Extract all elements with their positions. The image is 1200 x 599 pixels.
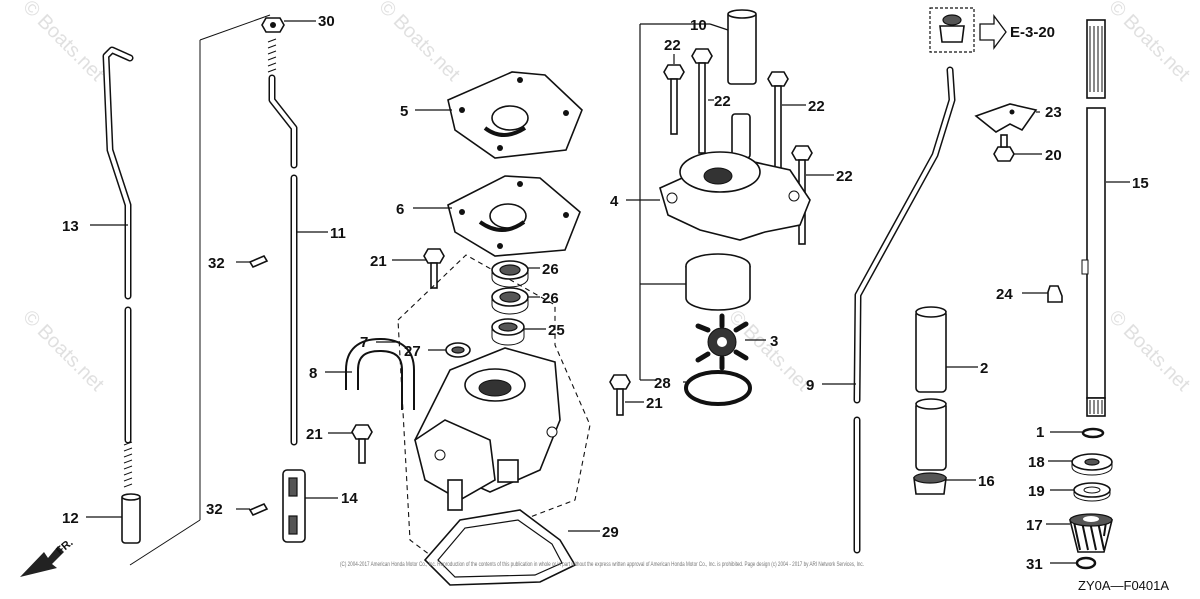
callout-10: 10	[690, 17, 707, 34]
part-31-circlip	[1075, 556, 1097, 570]
part-21-bolt	[609, 374, 631, 416]
part-6-gasket	[447, 175, 581, 257]
callout-16: 16	[978, 473, 995, 490]
part-5-plate	[447, 71, 583, 159]
part-18-washer	[1071, 453, 1113, 476]
part-26-bearing	[491, 287, 529, 315]
copyright-notice: (C) 2004-2017 American Honda Motor Co., …	[340, 562, 864, 568]
part-12-sleeve	[121, 493, 141, 544]
callout-21-right: 21	[646, 395, 663, 412]
part-29-gasket	[423, 509, 577, 586]
part-4-pump-case	[659, 113, 811, 241]
callout-25: 25	[548, 322, 565, 339]
part-22-bolt	[767, 71, 789, 177]
callout-30: 30	[318, 13, 335, 30]
callout-22-a: 22	[664, 37, 681, 54]
watermark: © Boats.net	[1104, 0, 1194, 86]
callout-18: 18	[1028, 454, 1045, 471]
part-32-pin	[248, 254, 269, 269]
part-15-vertical-shaft	[1081, 19, 1106, 417]
callout-13: 13	[62, 218, 79, 235]
callout-8: 8	[309, 365, 317, 382]
part-11-shift-rod	[267, 38, 298, 446]
part-21-bolt	[423, 248, 445, 289]
part-26-bearing	[491, 260, 529, 288]
callout-22-d: 22	[836, 168, 853, 185]
part-28-o-ring	[684, 370, 752, 406]
part-27-seal	[445, 342, 471, 358]
callout-32-upper: 32	[208, 255, 225, 272]
callout-22-b: 22	[714, 93, 731, 110]
part-1-circlip	[1081, 427, 1105, 439]
part-22-bolt	[663, 64, 685, 135]
part-14-joint	[282, 469, 306, 543]
part-25-bearing	[491, 318, 525, 346]
front-direction-indicator: FR.	[20, 537, 76, 577]
callout-23: 23	[1045, 104, 1062, 121]
callout-1: 1	[1036, 424, 1044, 441]
callout-28: 28	[654, 375, 671, 392]
callout-29: 29	[602, 524, 619, 541]
right-arrow-icon	[979, 14, 1007, 50]
part-9-water-tube	[853, 66, 956, 554]
part-21-bolt	[351, 424, 373, 464]
part-22-bolt	[691, 48, 713, 154]
part-23-plate	[974, 103, 1038, 133]
watermark: © Boats.net	[18, 306, 108, 396]
part-pump-liner	[640, 253, 751, 311]
part-24-clip	[1047, 285, 1063, 303]
callout-15: 15	[1132, 175, 1149, 192]
part-16-grommet	[913, 472, 947, 495]
callout-5: 5	[400, 103, 408, 120]
callout-22-c: 22	[808, 98, 825, 115]
callout-17: 17	[1026, 517, 1043, 534]
divider-line	[199, 14, 271, 41]
watermark: © Boats.net	[374, 0, 464, 86]
callout-26-lower: 26	[542, 290, 559, 307]
callout-6: 6	[396, 201, 404, 218]
part-13-shift-rod	[102, 46, 134, 488]
watermark: © Boats.net	[1104, 306, 1194, 396]
part-10-sleeve	[727, 9, 757, 85]
front-arrow-icon	[20, 546, 64, 577]
part-32-pin	[248, 502, 269, 517]
callout-31: 31	[1026, 556, 1043, 573]
callout-14: 14	[341, 490, 358, 507]
watermark: © Boats.net	[18, 0, 108, 86]
callout-24: 24	[996, 286, 1013, 303]
callout-32-lower: 32	[206, 501, 223, 518]
part-7-pump-housing	[414, 347, 561, 511]
part-2-tube	[915, 306, 947, 471]
callout-11: 11	[330, 225, 346, 242]
callout-3: 3	[770, 333, 778, 350]
part-8-clamp	[345, 338, 415, 410]
callout-4: 4	[610, 193, 619, 210]
callout-21-top: 21	[370, 253, 387, 270]
part-19-washer	[1073, 482, 1111, 502]
callout-26-upper: 26	[542, 261, 559, 278]
callout-9: 9	[806, 377, 814, 394]
callout-2: 2	[980, 360, 988, 377]
callout-27: 27	[404, 343, 421, 360]
callout-12: 12	[62, 510, 79, 527]
divider-line	[129, 519, 201, 566]
part-3-impeller	[695, 313, 749, 371]
callout-7: 7	[360, 334, 368, 351]
callout-19: 19	[1028, 483, 1045, 500]
callout-21-lower: 21	[306, 426, 323, 443]
callout-20: 20	[1045, 147, 1062, 164]
part-30-nut	[261, 17, 285, 33]
part-17-pinion-gear	[1068, 513, 1114, 553]
reference-grommet-icon	[929, 7, 975, 53]
part-20-bolt	[993, 134, 1015, 162]
reference-label: E-3-20	[1010, 24, 1055, 41]
diagram-code: ZY0A—F0401A	[1078, 578, 1169, 593]
